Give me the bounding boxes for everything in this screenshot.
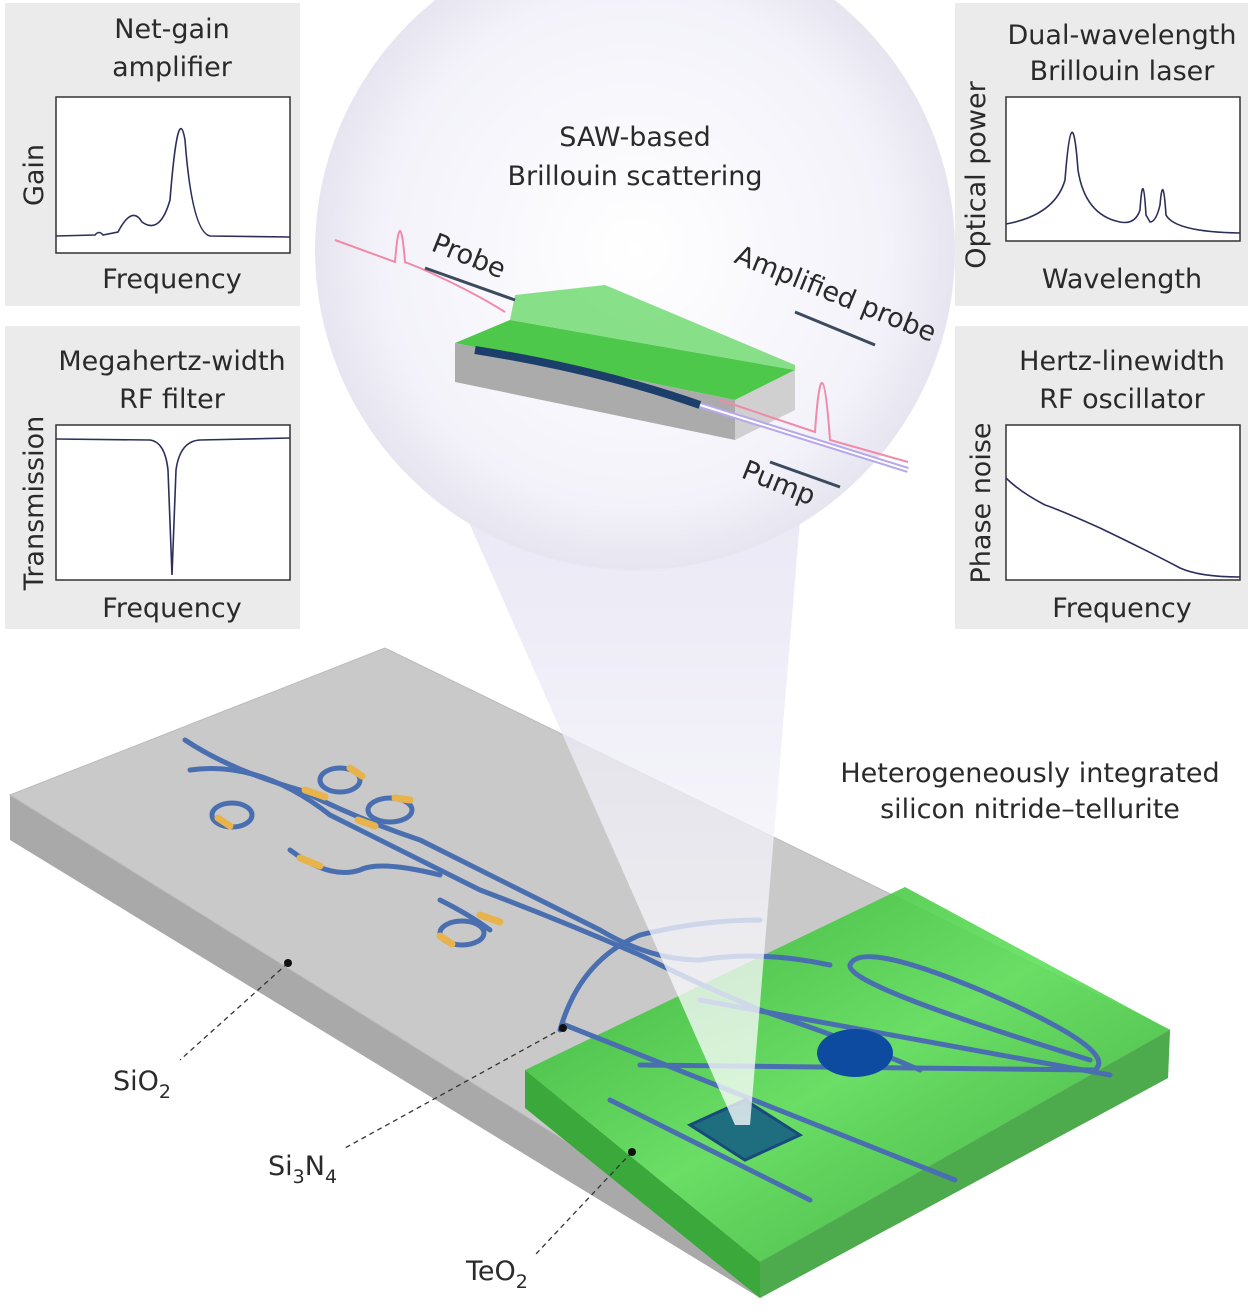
net-gain-xlabel: Frequency xyxy=(102,264,242,295)
zoom-circle xyxy=(315,0,955,570)
saw-waveguide-device xyxy=(334,230,909,489)
probe-arrow xyxy=(424,266,516,302)
disk-resonator xyxy=(817,1029,893,1077)
leader-lines xyxy=(179,962,633,1256)
chip xyxy=(8,647,1172,1298)
pump-arrow xyxy=(769,460,841,489)
net-gain-title: Net-gain xyxy=(114,14,229,45)
panel-net-gain-amplifier xyxy=(5,3,300,306)
sio2-label: SiO2 xyxy=(113,1066,171,1103)
osc-title: Hertz-linewidth xyxy=(1019,346,1225,377)
dual-title-2: Brillouin laser xyxy=(1030,56,1216,87)
net-gain-ylabel: Gain xyxy=(19,144,50,206)
inset-title-2: Brillouin scattering xyxy=(507,161,762,192)
optical-power-curve xyxy=(1005,131,1241,234)
heaters xyxy=(214,764,504,948)
chip-title-2: silicon nitride–tellurite xyxy=(880,794,1180,825)
amplified-probe-arrow xyxy=(794,310,876,347)
net-gain-title-2: amplifier xyxy=(112,52,233,83)
transmission-curve xyxy=(55,437,291,576)
osc-xlabel: Frequency xyxy=(1052,593,1192,624)
panel-dual-wavelength-laser xyxy=(955,3,1248,306)
saw-device xyxy=(686,1098,804,1162)
dual-ylabel: Optical power xyxy=(961,80,992,268)
gain-curve xyxy=(55,127,291,238)
si3n4-label: Si3N4 xyxy=(268,1151,337,1188)
filter-title-2: RF filter xyxy=(119,384,226,415)
dual-title: Dual-wavelength xyxy=(1008,20,1237,51)
zoom-cone xyxy=(470,520,800,1125)
inset-title: SAW-based xyxy=(559,122,710,153)
filter-xlabel: Frequency xyxy=(102,593,242,624)
dual-xlabel: Wavelength xyxy=(1042,264,1202,295)
amplified-probe-pulse xyxy=(719,382,909,463)
panel-rf-oscillator xyxy=(955,326,1248,629)
phase-noise-curve xyxy=(1005,477,1241,578)
filter-title: Megahertz-width xyxy=(58,346,285,377)
probe-pulse-in xyxy=(334,230,506,313)
panel-rf-filter xyxy=(5,326,300,629)
osc-ylabel: Phase noise xyxy=(966,422,997,583)
osc-title-2: RF oscillator xyxy=(1039,384,1205,415)
teo2-label: TeO2 xyxy=(465,1256,528,1293)
filter-ylabel: Transmission xyxy=(19,416,50,591)
chip-title: Heterogeneously integrated xyxy=(840,758,1219,789)
